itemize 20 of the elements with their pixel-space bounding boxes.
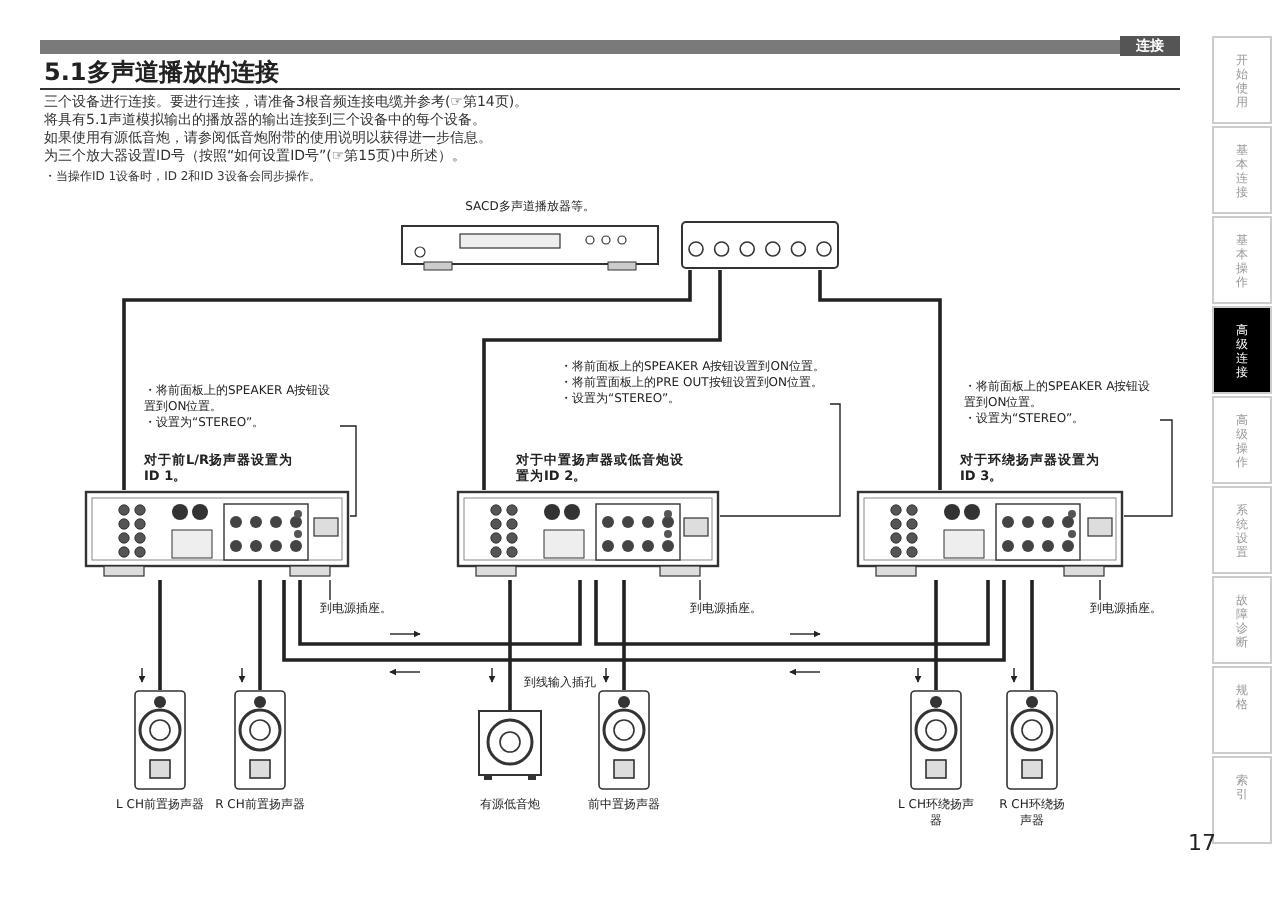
cable	[934, 580, 938, 690]
cable	[594, 580, 990, 646]
cable	[158, 580, 162, 690]
leader-line	[719, 403, 841, 517]
leader-line	[699, 579, 701, 601]
cable	[298, 580, 582, 646]
cable	[508, 580, 512, 710]
section-title: 5.1多声道播放的连接	[44, 58, 279, 86]
cable	[258, 580, 262, 690]
cable	[122, 270, 692, 490]
cable	[482, 270, 722, 490]
cable	[622, 580, 626, 690]
cable	[818, 270, 942, 490]
leader-line	[1123, 419, 1173, 517]
leader-line	[339, 425, 357, 517]
cable	[1030, 580, 1034, 690]
cable	[282, 580, 1006, 662]
leader-line	[1099, 579, 1101, 601]
page-number: 17	[1188, 832, 1216, 856]
leader-line	[329, 579, 331, 601]
